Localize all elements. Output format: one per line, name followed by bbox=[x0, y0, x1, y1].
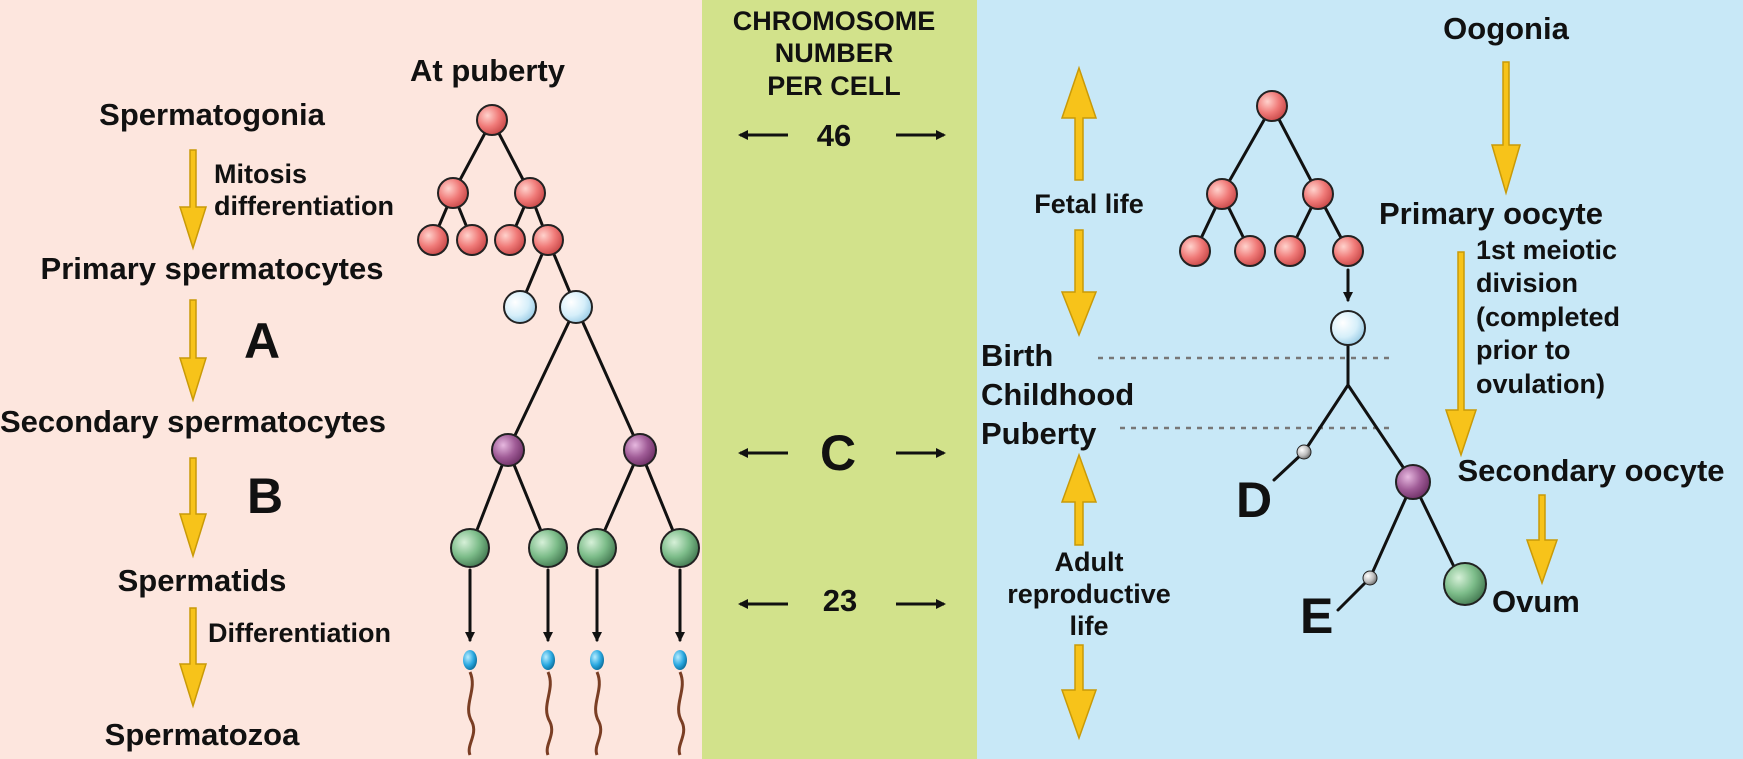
oogonium-cell bbox=[1234, 235, 1266, 267]
secondary-spermatocyte-cell bbox=[623, 433, 657, 467]
spermatogonium-cell bbox=[476, 104, 508, 136]
oogonium-cell bbox=[1256, 90, 1288, 122]
yellow-down-arrow bbox=[178, 457, 208, 559]
yellow-down-arrow bbox=[1060, 644, 1098, 741]
spermatids-label: Spermatids bbox=[117, 563, 287, 598]
sperm-cell bbox=[463, 650, 477, 756]
spermatogonium-cell bbox=[532, 224, 564, 256]
label-a: A bbox=[244, 313, 281, 369]
ovum-cell bbox=[1443, 562, 1487, 606]
yellow-up-arrow bbox=[1060, 65, 1098, 181]
oogonium-cell bbox=[1206, 178, 1238, 210]
sperm-cell bbox=[541, 650, 555, 756]
oogonium-cell bbox=[1274, 235, 1306, 267]
female-panel bbox=[977, 0, 1743, 759]
chromosome-number-panel bbox=[702, 0, 977, 759]
oogonium-cell bbox=[1302, 178, 1334, 210]
spermatid-cell bbox=[660, 528, 700, 568]
spermatozoa-cells bbox=[463, 650, 687, 756]
spermatogonium-cell bbox=[417, 224, 449, 256]
primary-spermatocyte-cell bbox=[503, 290, 537, 324]
spermatid-cell bbox=[577, 528, 617, 568]
yellow-down-arrow bbox=[178, 607, 208, 709]
spermatogonium-cell bbox=[456, 224, 488, 256]
yellow-down-arrow bbox=[1525, 494, 1559, 586]
female-cells bbox=[1179, 90, 1487, 606]
secondary-oocyte-cell bbox=[1395, 464, 1431, 500]
sperm-cell bbox=[673, 650, 687, 756]
male-panel bbox=[0, 0, 702, 759]
timeline-dashed-lines bbox=[1098, 356, 1392, 430]
timeline-arrows bbox=[1060, 65, 1098, 741]
label-c: C bbox=[819, 425, 857, 481]
spermatid-cell bbox=[450, 528, 490, 568]
oogonia-label: Oogonia bbox=[1443, 11, 1569, 46]
chromosome-number-heading: CHROMOSOME NUMBER PER CELL bbox=[732, 6, 936, 101]
label-d: D bbox=[1236, 472, 1273, 528]
male-progression-arrows bbox=[178, 149, 208, 709]
chromosome-count-46: 46 bbox=[816, 118, 852, 153]
fetal-life-label: Fetal life bbox=[1034, 189, 1144, 219]
primary-oocyte-label: Primary oocyte bbox=[1379, 196, 1603, 231]
label-b: B bbox=[247, 468, 284, 524]
yellow-up-arrow bbox=[1060, 452, 1098, 546]
primary-spermatocytes-label: Primary spermatocytes bbox=[40, 251, 384, 286]
male-cells bbox=[417, 104, 700, 568]
ovum-label: Ovum bbox=[1492, 584, 1580, 619]
spermatogonia-label: Spermatogonia bbox=[99, 97, 325, 132]
primary-oocyte-cell bbox=[1330, 310, 1366, 346]
polar-body-d bbox=[1296, 444, 1312, 460]
spermatozoa-label: Spermatozoa bbox=[104, 717, 300, 752]
yellow-down-arrow bbox=[1060, 229, 1098, 338]
secondary-spermatocytes-label: Secondary spermatocytes bbox=[0, 404, 386, 439]
label-e: E bbox=[1300, 588, 1334, 644]
at-puberty-label: At puberty bbox=[410, 53, 565, 88]
yellow-down-arrow bbox=[1491, 61, 1521, 196]
childhood-label: Childhood bbox=[981, 377, 1135, 412]
spermatogonium-cell bbox=[437, 177, 469, 209]
spermatogonium-cell bbox=[514, 177, 546, 209]
differentiation-label: Differentiation bbox=[208, 618, 392, 648]
spermatogonium-cell bbox=[494, 224, 526, 256]
primary-spermatocyte-cell bbox=[559, 290, 593, 324]
yellow-down-arrow bbox=[178, 149, 208, 251]
chromosome-count-23: 23 bbox=[822, 583, 858, 618]
birth-label: Birth bbox=[981, 338, 1054, 373]
yellow-down-arrow bbox=[1444, 251, 1478, 458]
secondary-oocyte-label: Secondary oocyte bbox=[1457, 453, 1725, 488]
puberty-label: Puberty bbox=[981, 416, 1097, 451]
chromosome-arrows bbox=[738, 130, 946, 609]
spermatid-cell bbox=[528, 528, 568, 568]
adult-reproductive-life-label: Adult reproductive life bbox=[1007, 547, 1171, 641]
mitosis-differentiation-label: Mitosis differentiation bbox=[214, 159, 394, 222]
first-meiotic-division-label: 1st meiotic division (completed prior to… bbox=[1476, 235, 1621, 399]
yellow-down-arrow bbox=[178, 299, 208, 403]
oogonium-cell bbox=[1179, 235, 1211, 267]
female-progression-arrows bbox=[1444, 61, 1559, 586]
polar-body-e bbox=[1362, 570, 1378, 586]
secondary-spermatocyte-cell bbox=[491, 433, 525, 467]
sperm-cell bbox=[590, 650, 604, 756]
oogonium-cell bbox=[1332, 235, 1364, 267]
